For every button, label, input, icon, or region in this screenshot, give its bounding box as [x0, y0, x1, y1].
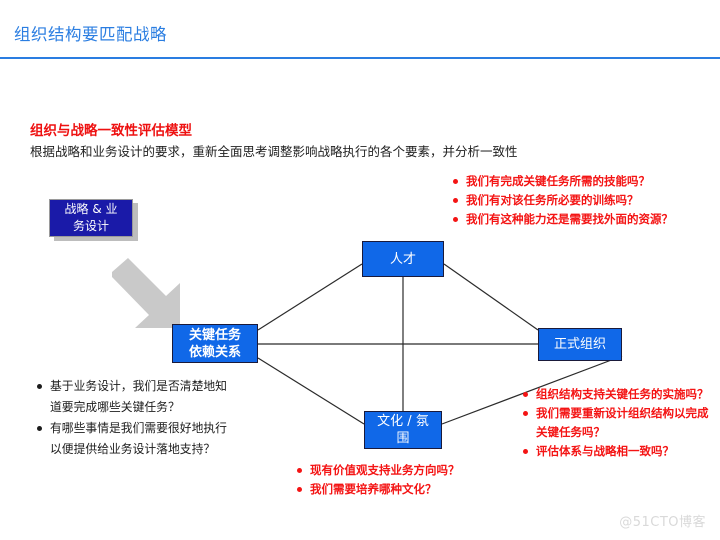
node-talent[interactable]: 人才 [362, 241, 444, 277]
node-key-tasks-line2: 依赖关系 [188, 344, 241, 360]
bullet-list-key-tasks: 基于业务设计，我们是否清楚地知 道要完成哪些关键任务？ 有哪些事情是我们需要很好… [36, 377, 227, 461]
edge-tasks-culture [257, 357, 365, 425]
strategy-box-line1: 战略 & 业 [64, 202, 118, 216]
page-title: 组织结构要匹配战略 [14, 25, 167, 44]
gray-arrow-icon [112, 258, 180, 328]
edge-talent-tasks [257, 263, 363, 331]
list-item: 基于业务设计，我们是否清楚地知 [36, 377, 227, 396]
watermark: @51CTO博客 [619, 515, 706, 530]
section-subtext: 根据战略和业务设计的要求，重新全面思考调整影响战略执行的各个要素，并分析一致性 [30, 144, 518, 159]
bullet-list-skills: 我们有完成关键任务所需的技能吗？ 我们有对该任务所必要的训练吗？ 我们有这种能力… [452, 173, 673, 230]
node-talent-label: 人才 [389, 251, 416, 267]
list-item: 我们有对该任务所必要的训练吗？ [452, 192, 673, 209]
node-culture[interactable]: 文化 / 氛 围 [364, 411, 442, 449]
node-key-tasks-line1: 关键任务 [188, 327, 241, 343]
section-heading: 组织与战略一致性评估模型 [30, 123, 192, 139]
list-item-continuation: 道要完成哪些关键任务？ [50, 400, 180, 414]
node-culture-line2: 围 [396, 431, 410, 446]
list-item: 有哪些事情是我们需要很好地执行 [36, 419, 227, 438]
list-item-continuation: 关键任务吗？ [536, 425, 605, 439]
list-item: 现有价值观支持业务方向吗？ [296, 462, 460, 479]
strategy-box-line2: 务设计 [72, 219, 109, 233]
list-item: 组织结构支持关键任务的实施吗？ [522, 386, 709, 403]
title-divider [0, 57, 720, 59]
strategy-design-box: 战略 & 业 务设计 [49, 199, 133, 237]
bullet-list-organization: 组织结构支持关键任务的实施吗？ 我们需要重新设计组织结构以完成 关键任务吗？ 评… [522, 386, 709, 462]
list-item: 我们有完成关键任务所需的技能吗？ [452, 173, 673, 190]
list-item: 评估体系与战略相一致吗？ [522, 443, 709, 460]
node-formal-organization[interactable]: 正式组织 [538, 328, 622, 361]
list-item: 我们有这种能力还是需要找外面的资源？ [452, 211, 673, 228]
edge-talent-org [443, 263, 539, 331]
bullet-list-culture: 现有价值观支持业务方向吗？ 我们需要培养哪种文化？ [296, 462, 460, 500]
list-item-continuation: 以便提供给业务设计落地支持？ [50, 442, 216, 456]
node-culture-line1: 文化 / 氛 [377, 414, 429, 429]
node-formal-organization-label: 正式组织 [553, 337, 606, 352]
node-key-tasks[interactable]: 关键任务 依赖关系 [172, 324, 258, 363]
list-item: 我们需要培养哪种文化？ [296, 481, 460, 498]
list-item: 我们需要重新设计组织结构以完成 [522, 405, 709, 422]
